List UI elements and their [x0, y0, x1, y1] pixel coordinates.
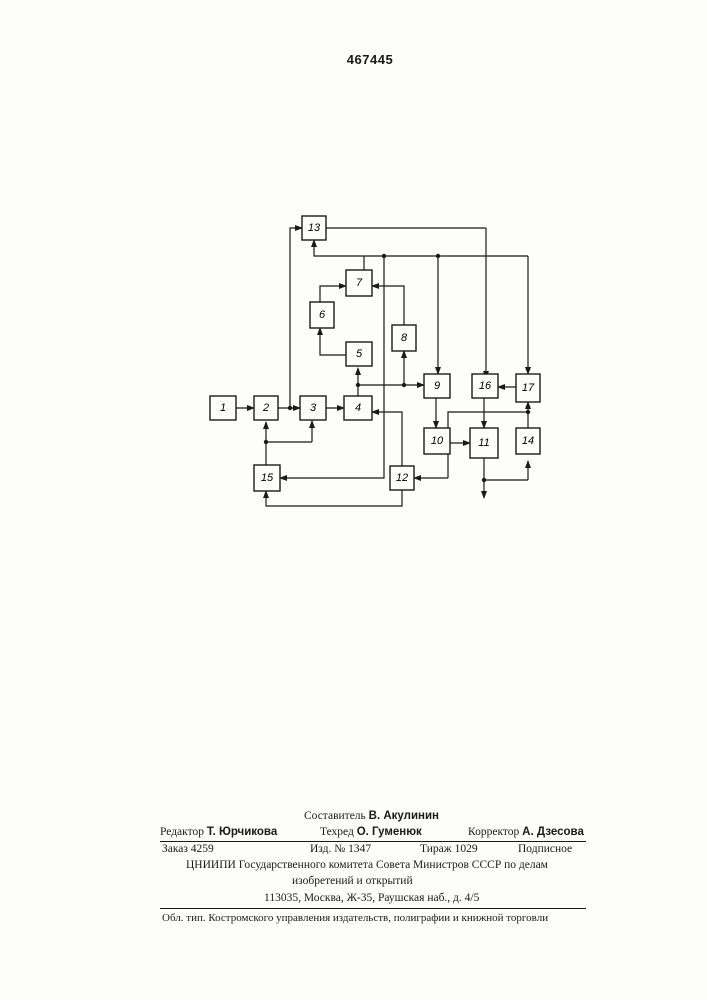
- compiler-label: Составитель: [304, 810, 366, 822]
- techred-name: О. Гуменюк: [357, 826, 422, 838]
- svg-text:2: 2: [262, 402, 269, 414]
- block-3: 3: [300, 396, 326, 420]
- corrector-label: Корректор: [468, 826, 519, 838]
- svg-text:3: 3: [310, 402, 317, 414]
- block-13: 13: [302, 216, 326, 240]
- svg-text:10: 10: [431, 435, 444, 447]
- svg-text:11: 11: [478, 437, 489, 449]
- org-line-2: изобретений и открытий: [292, 875, 413, 887]
- circulation: Тираж 1029: [420, 843, 478, 855]
- compiler-line: Составитель В. Акулинин: [304, 810, 439, 822]
- wires: [236, 228, 528, 506]
- compiler-name: В. Акулинин: [369, 810, 439, 822]
- printer-line: Обл. тип. Костромского управления издате…: [162, 912, 548, 924]
- block-16: 16: [472, 374, 498, 398]
- block-12: 12: [390, 466, 414, 490]
- block-17: 17: [516, 374, 540, 402]
- divider-top: [160, 841, 586, 842]
- techred-label: Техред: [320, 826, 354, 838]
- block-9: 9: [424, 374, 450, 398]
- block-2: 2: [254, 396, 278, 420]
- svg-text:7: 7: [356, 277, 363, 289]
- svg-text:14: 14: [522, 435, 534, 447]
- block-11: 11: [470, 428, 498, 458]
- editor-name: Т. Юрчикова: [207, 826, 277, 838]
- svg-text:12: 12: [396, 472, 408, 484]
- svg-text:13: 13: [308, 222, 321, 234]
- techred-line: Техред О. Гуменюк: [320, 826, 422, 838]
- block-6: 6: [310, 302, 334, 328]
- block-15: 15: [254, 465, 280, 491]
- corrector-line: Корректор А. Дзесова: [468, 826, 584, 838]
- svg-text:15: 15: [261, 472, 274, 484]
- subscription: Подписное: [518, 843, 572, 855]
- svg-text:4: 4: [355, 402, 361, 414]
- svg-text:9: 9: [434, 380, 440, 392]
- block-10: 10: [424, 428, 450, 454]
- block-4: 4: [344, 396, 372, 420]
- edition-number: Изд. № 1347: [310, 843, 371, 855]
- divider-bottom: [160, 908, 586, 909]
- block-5: 5: [346, 342, 372, 366]
- address: 113035, Москва, Ж-35, Раушская наб., д. …: [264, 892, 479, 904]
- block-7: 7: [346, 270, 372, 296]
- order-number: Заказ 4259: [162, 843, 214, 855]
- editor-label: Редактор: [160, 826, 204, 838]
- block-1: 1: [210, 396, 236, 420]
- svg-text:16: 16: [479, 380, 492, 392]
- svg-text:8: 8: [401, 332, 408, 344]
- svg-text:6: 6: [319, 309, 326, 321]
- corrector-name: А. Дзесова: [522, 826, 584, 838]
- svg-text:1: 1: [220, 402, 226, 414]
- block-8: 8: [392, 325, 416, 351]
- block-14: 14: [516, 428, 540, 454]
- editor-line: Редактор Т. Юрчикова: [160, 826, 277, 838]
- svg-text:17: 17: [522, 382, 535, 394]
- org-line-1: ЦНИИПИ Государственного комитета Совета …: [186, 859, 548, 871]
- svg-text:5: 5: [356, 348, 363, 360]
